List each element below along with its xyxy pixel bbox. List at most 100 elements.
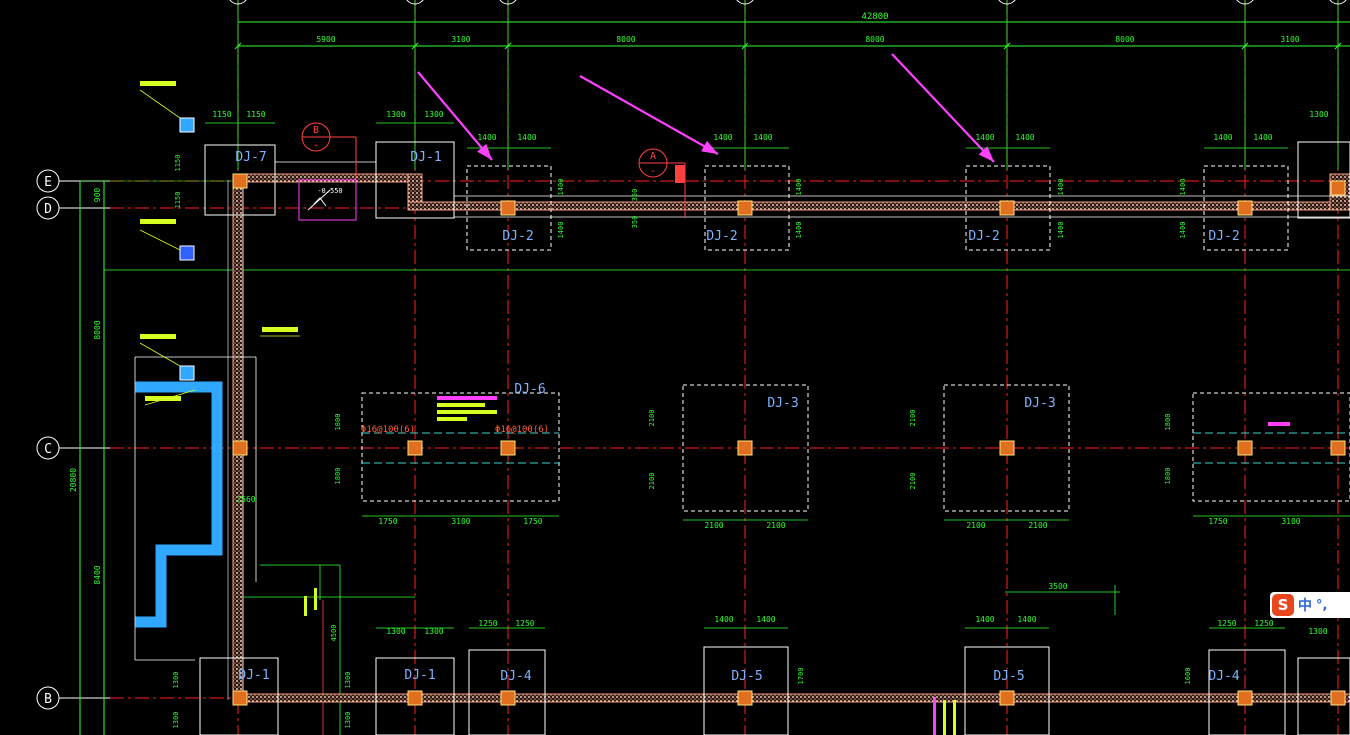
- footing-dj4: [1208, 649, 1286, 735]
- callout-text-block: [140, 81, 176, 86]
- callout-leader: [139, 342, 181, 367]
- dim-label: 1300: [1309, 110, 1328, 119]
- callout-leader: [139, 89, 181, 119]
- dim-label: 3100: [1281, 517, 1300, 526]
- dim-label: 3500: [1048, 582, 1067, 591]
- dim-label: 1750: [1208, 517, 1227, 526]
- axis-label-e: E: [44, 175, 52, 190]
- pointer-arrowhead-icon: [701, 140, 718, 154]
- dim-label: 1150: [174, 155, 182, 172]
- footing-dj1-bottom: [375, 657, 455, 735]
- dim-label: 350: [631, 216, 639, 229]
- footing-label-dj3: DJ-3: [767, 396, 798, 411]
- pointer-arrow-line: [891, 53, 995, 163]
- footing-label-dj1: DJ-1: [410, 150, 441, 165]
- footing-dj2: [965, 165, 1051, 251]
- dim-tick: [1334, 42, 1342, 50]
- footing-partial: [1297, 657, 1350, 735]
- dim-label: 1400: [1253, 133, 1272, 142]
- column-icon: [999, 200, 1015, 216]
- footing-dj1-bottom: [199, 657, 279, 735]
- dim-label: 1400: [975, 615, 994, 624]
- dim-label: 1400: [714, 615, 733, 624]
- column-icon: [232, 690, 248, 706]
- ime-toolbar[interactable]: S 中 °,: [1270, 592, 1350, 618]
- dim-left-label: 900: [93, 188, 102, 203]
- footing-label-dj4: DJ-4: [500, 669, 531, 684]
- sogou-logo-icon[interactable]: S: [1272, 594, 1294, 616]
- dim-tick: [234, 42, 242, 50]
- dim-label: 1150: [246, 110, 265, 119]
- dim-label: 1400: [975, 133, 994, 142]
- dim-label: 1300: [172, 672, 180, 689]
- wall-d-strip: [407, 201, 1350, 211]
- dim-label: 1600: [1184, 668, 1192, 685]
- dim-label: 1300: [386, 627, 405, 636]
- axis-label-d: D: [44, 202, 52, 217]
- rebar-text-block: [304, 596, 307, 616]
- dim-label: 1300: [424, 627, 443, 636]
- footing-label-dj1: DJ-1: [404, 668, 435, 683]
- footing-dj4: [468, 649, 546, 735]
- dim-tick: [411, 42, 419, 50]
- column-icon: [1330, 440, 1346, 456]
- callout-square-icon: [179, 117, 195, 133]
- dim-label: 1400: [1015, 133, 1034, 142]
- misc-annotations: [134, 81, 1290, 735]
- column-icon: [1330, 180, 1346, 196]
- dim-label: 1400: [795, 179, 803, 196]
- dim-label: 1300: [386, 110, 405, 119]
- dim-tick: [1241, 42, 1249, 50]
- column-icon: [232, 440, 248, 456]
- ime-mode-label[interactable]: 中: [1298, 598, 1312, 614]
- axis-bubble-icon: [736, 0, 754, 5]
- column-icon: [232, 173, 248, 189]
- axis-bubble-icon: [1329, 0, 1347, 5]
- rebar-label: Φ16@100(6): [361, 425, 415, 435]
- rebar-label: Φ16@100(6): [495, 425, 549, 435]
- callout-square-icon: [179, 365, 195, 381]
- dim-label: 2100: [766, 521, 785, 530]
- pointer-arrowhead-icon: [477, 143, 492, 160]
- dim-label: 1300: [344, 712, 352, 729]
- footing-label-dj2: DJ-2: [706, 229, 737, 244]
- dim-span-label: 8000: [1115, 35, 1134, 44]
- pointer-arrowhead-icon: [978, 146, 994, 162]
- dim-label: 2100: [966, 521, 985, 530]
- elevation-box: [298, 179, 357, 221]
- column-icon: [500, 440, 516, 456]
- footing-label-dj2: DJ-2: [502, 229, 533, 244]
- rebar-text-block: [437, 396, 497, 400]
- wall-vertical: [232, 173, 244, 705]
- footing-label-dj3: DJ-3: [1024, 396, 1055, 411]
- dim-label: 1250: [515, 619, 534, 628]
- dim-label: 1750: [378, 517, 397, 526]
- axis-label-c: C: [44, 442, 52, 457]
- footing-dj2: [1203, 165, 1289, 251]
- dim-left-label: 20800: [69, 468, 78, 492]
- elevation-symbol-icon: [307, 189, 331, 211]
- dim-label: 1800: [334, 468, 342, 485]
- dim-label: 1400: [1057, 179, 1065, 196]
- dim-label: 2100: [704, 521, 723, 530]
- dim-tick: [1003, 42, 1011, 50]
- dim-total-label: 42800: [861, 12, 888, 22]
- wall-e-segment: [232, 173, 409, 183]
- rebar-text-block: [437, 410, 497, 414]
- dim-label: 1750: [523, 517, 542, 526]
- ime-punct-label[interactable]: °,: [1316, 597, 1328, 613]
- rebar-text-block: [943, 700, 946, 735]
- dim-label: 1400: [1057, 222, 1065, 239]
- dim-label: 1400: [795, 222, 803, 239]
- dim-label: 1800: [1164, 468, 1172, 485]
- dim-label: 1400: [517, 133, 536, 142]
- dim-label: 1400: [1179, 222, 1187, 239]
- dim-tick: [504, 42, 512, 50]
- dim-label: 2100: [648, 473, 656, 490]
- axis-label-b: B: [44, 692, 52, 707]
- dim-label: 2100: [909, 473, 917, 490]
- dim-label: 1400: [557, 179, 565, 196]
- wall-b-strip: [232, 693, 1350, 703]
